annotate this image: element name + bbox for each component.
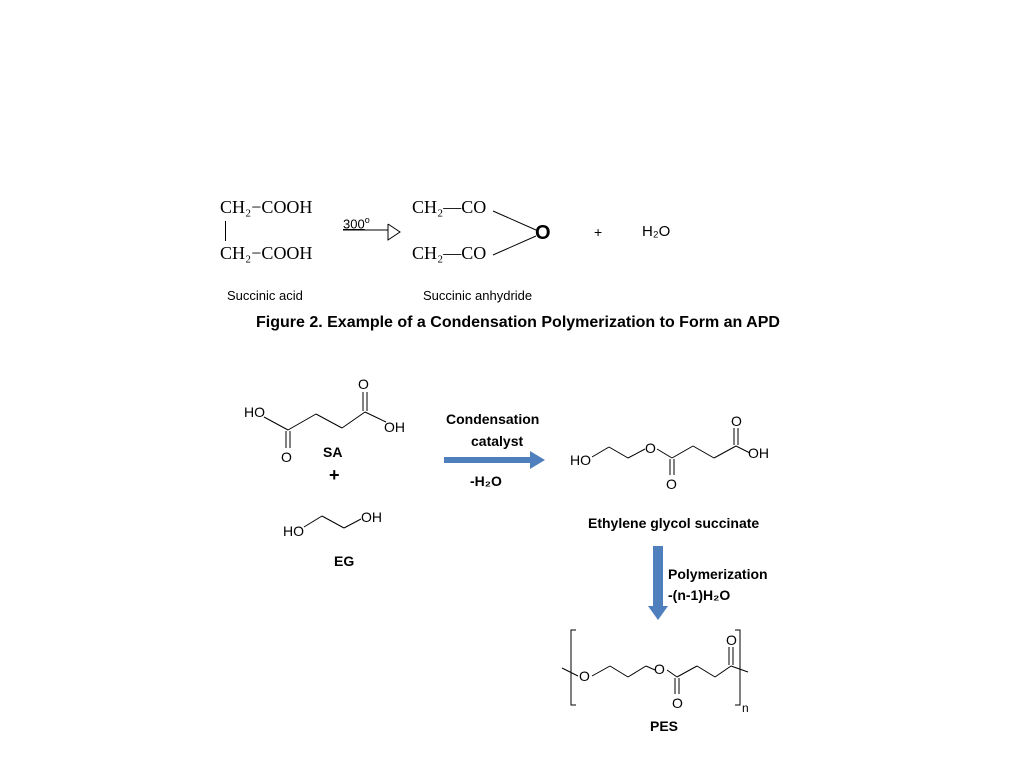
pes-o1: O (579, 668, 590, 684)
temperature-condition: 300o (343, 215, 370, 231)
temperature-value: 300 (343, 216, 365, 232)
succinic-anhydride-label: Succinic anhydride (423, 288, 533, 303)
succinic-acid-bottom: CH₂−COOH (220, 243, 313, 263)
sa-carbonyl-o1: O (281, 449, 292, 465)
reaction2-plus: + (329, 465, 340, 485)
egs-oh: OH (748, 445, 769, 461)
succinic-acid-bond (225, 221, 226, 241)
reaction1-plus: + (594, 224, 603, 240)
water-loss-label: -H₂O (470, 473, 502, 489)
egs-ester-o: O (645, 440, 656, 456)
sa-oh: OH (384, 419, 405, 435)
egs-carbonyl-o1: O (666, 476, 677, 492)
polymerization-label-line2: -(n-1)H₂O (668, 587, 731, 603)
anhydride-bond-top (492, 210, 537, 231)
right-arrow-icon (444, 451, 545, 469)
figure-caption: Figure 2. Example of a Condensation Poly… (256, 314, 780, 331)
pes-subscript-n: n (742, 701, 749, 715)
egs-structure (591, 428, 751, 475)
sa-label: SA (323, 444, 343, 460)
egs-ho: HO (570, 452, 591, 468)
sa-carbonyl-o2: O (358, 376, 369, 392)
egs-carbonyl-o2: O (731, 413, 742, 429)
pes-ester-o: O (654, 661, 665, 677)
pes-carbonyl-o2: O (726, 632, 737, 648)
anhydride-bond-bottom (492, 235, 537, 256)
pes-carbonyl-o1: O (672, 695, 683, 711)
succinic-acid-top: CH₂−COOH (220, 197, 313, 217)
eg-oh: OH (361, 509, 382, 525)
hollow-arrow-icon (343, 223, 401, 241)
polymerization-label-line1: Polymerization (668, 566, 768, 582)
succinic-anhydride-top: CH₂—CO (412, 197, 487, 217)
water-product: H₂O (642, 223, 671, 240)
succinic-acid-label: Succinic acid (227, 288, 303, 303)
ethylene-glycol-structure (303, 515, 362, 529)
succinic-acid-structure (263, 392, 387, 448)
anhydride-ring-oxygen: O (535, 222, 551, 244)
catalyst-label-line1: Condensation (446, 411, 540, 427)
eg-label: EG (334, 553, 355, 569)
pes-label: PES (650, 718, 679, 734)
pes-structure (561, 629, 749, 706)
catalyst-label-line2: catalyst (471, 433, 524, 449)
temperature-degree: o (364, 215, 370, 225)
sa-ho: HO (244, 404, 265, 420)
product-label: Ethylene glycol succinate (588, 515, 760, 531)
succinic-anhydride-bottom: CH₂—CO (412, 243, 487, 263)
down-arrow-icon (648, 546, 668, 620)
eg-ho: HO (283, 523, 304, 539)
